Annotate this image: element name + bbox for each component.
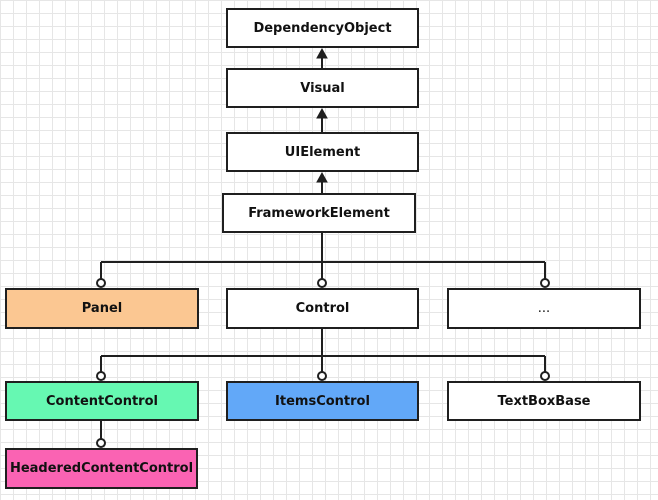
connector-circle-items-control <box>317 371 327 381</box>
arrowhead-ui-element <box>316 171 328 183</box>
node-headered-content-control[interactable]: HeaderedContentControl <box>5 448 198 489</box>
connector-circle-control <box>317 278 327 288</box>
arrowhead-dependency-object <box>316 47 328 59</box>
node-items-control[interactable]: ItemsControl <box>226 381 419 421</box>
node-control[interactable]: Control <box>226 288 419 329</box>
node-ui-element[interactable]: UIElement <box>226 132 419 172</box>
node-dependency-object[interactable]: DependencyObject <box>226 8 419 48</box>
inheritance-arrows <box>316 47 328 193</box>
framework-element-branches <box>96 233 550 288</box>
content-control-branch <box>96 421 106 448</box>
arrowhead-visual <box>316 107 328 119</box>
node-visual[interactable]: Visual <box>226 68 419 108</box>
node-text-box-base[interactable]: TextBoxBase <box>447 381 641 421</box>
node-content-control[interactable]: ContentControl <box>5 381 199 421</box>
connector-circle-text-box-base <box>540 371 550 381</box>
node-ellipsis[interactable]: ... <box>447 288 641 329</box>
control-branches <box>96 329 550 381</box>
connector-circle-panel <box>96 278 106 288</box>
connector-circle-headered-content-control <box>96 438 106 448</box>
node-panel[interactable]: Panel <box>5 288 199 329</box>
node-framework-element[interactable]: FrameworkElement <box>222 193 416 233</box>
connector-circle-ellipsis <box>540 278 550 288</box>
connector-circle-content-control <box>96 371 106 381</box>
